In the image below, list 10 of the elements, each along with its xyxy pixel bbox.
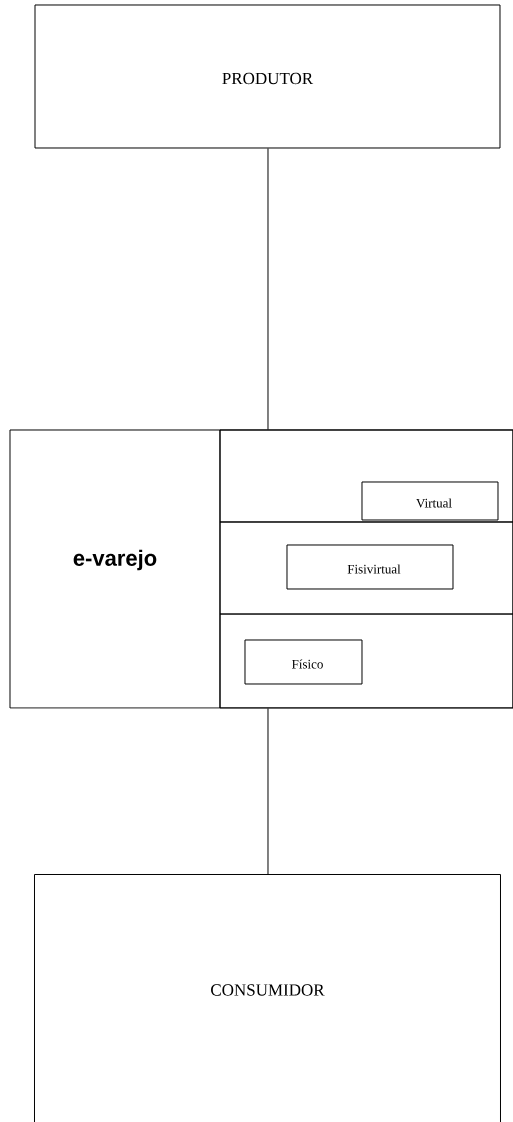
label-box: Físico xyxy=(244,639,363,685)
process-box: PRODUTOR xyxy=(34,4,501,149)
band xyxy=(219,429,513,523)
label-box: Fisivirtual xyxy=(286,544,454,590)
process-box: CONSUMIDOR xyxy=(34,874,501,1122)
connector-line xyxy=(267,708,269,875)
label-box: Virtual xyxy=(361,481,499,521)
connector-line xyxy=(267,148,269,430)
band xyxy=(219,613,513,709)
band xyxy=(219,521,513,615)
